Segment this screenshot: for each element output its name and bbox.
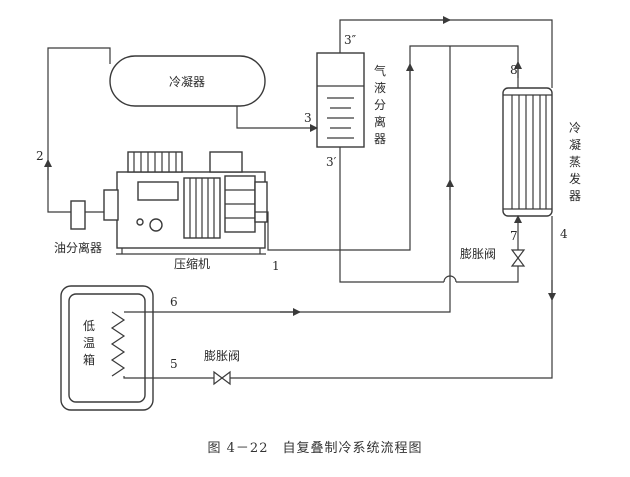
point-7: 7	[510, 229, 518, 243]
state-points: 1 2 3 3″ 3′ 4 5 6 7 8	[36, 33, 568, 371]
point-1: 1	[272, 259, 280, 273]
svg-text:温: 温	[83, 336, 95, 350]
svg-text:离: 离	[374, 114, 386, 129]
svg-text:气: 气	[374, 63, 386, 78]
point-2: 2	[36, 149, 44, 163]
svg-text:器: 器	[374, 132, 386, 146]
expansion-valve-right	[510, 249, 526, 267]
oil-separator	[70, 200, 86, 230]
svg-text:发: 发	[569, 171, 581, 186]
point-8: 8	[510, 63, 518, 77]
condensing-evaporator	[502, 87, 553, 217]
svg-text:蒸: 蒸	[569, 155, 581, 169]
oil-separator-label: 油分离器	[54, 240, 102, 255]
expansion-valve-bottom	[213, 370, 231, 386]
low-temp-box	[60, 285, 154, 411]
figure-caption: 图 4－22 自复叠制冷系统流程图	[208, 441, 423, 456]
compressor-label: 压缩机	[174, 256, 210, 271]
expansion-valve-right-label: 膨胀阀	[460, 247, 496, 261]
svg-text:液: 液	[374, 80, 386, 95]
svg-text:冷: 冷	[569, 121, 581, 135]
condensing-evaporator-label: 冷 凝 蒸 发 器	[569, 121, 581, 203]
point-4: 4	[560, 227, 568, 241]
svg-text:低: 低	[83, 319, 95, 333]
piping	[44, 16, 556, 379]
compressor	[103, 151, 268, 255]
svg-text:箱: 箱	[83, 352, 95, 367]
svg-text:器: 器	[569, 189, 581, 203]
condenser-label: 冷凝器	[169, 74, 205, 89]
expansion-valve-bottom-label: 膨胀阀	[204, 349, 240, 363]
low-temp-box-label: 低 温 箱	[83, 319, 95, 367]
point-5: 5	[170, 357, 178, 371]
svg-text:分: 分	[374, 98, 386, 112]
condenser: 冷凝器	[109, 55, 266, 107]
gas-liquid-separator	[316, 52, 365, 148]
point-3p: 3′	[326, 155, 337, 169]
gas-liquid-separator-label: 气 液 分 离 器	[374, 63, 386, 146]
point-6: 6	[170, 295, 178, 309]
point-3: 3	[304, 111, 312, 125]
svg-text:凝: 凝	[569, 137, 581, 152]
point-3pp: 3″	[344, 33, 357, 47]
